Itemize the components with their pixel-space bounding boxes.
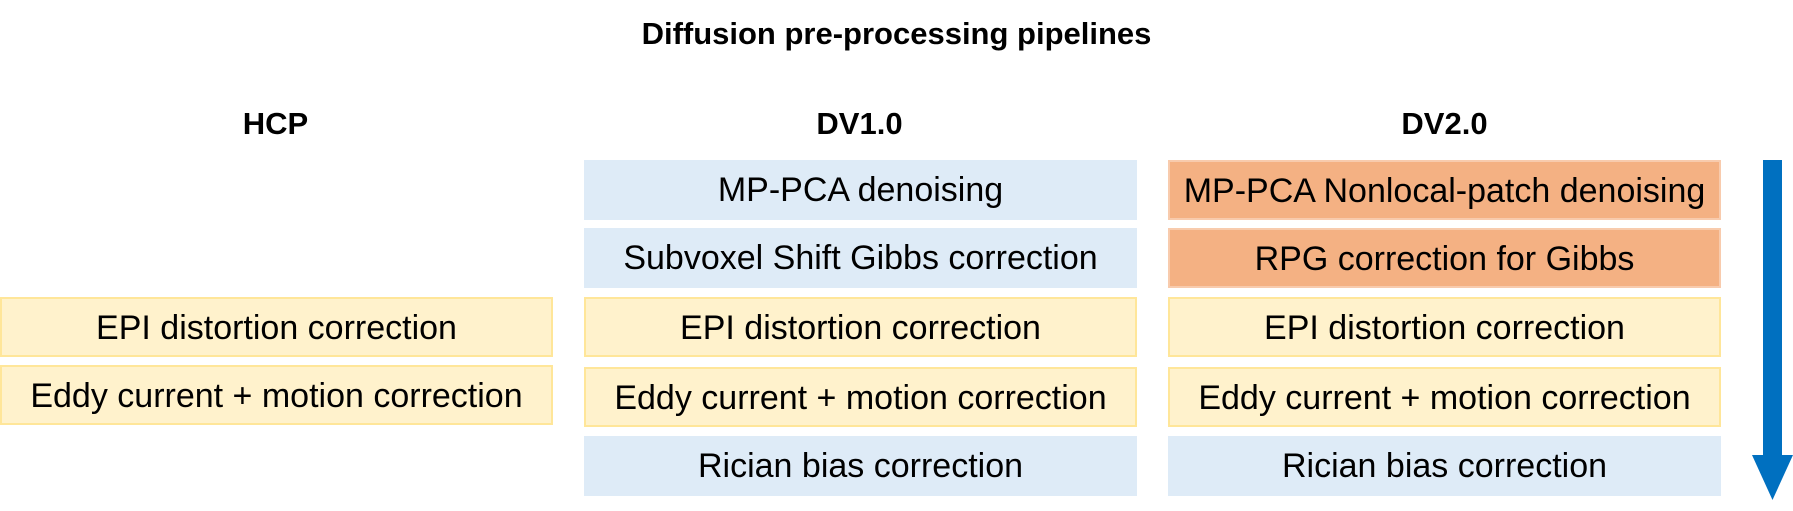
column-header-hcp: HCP (242, 106, 309, 141)
dv2-step-rpg-gibbs-correction: RPG correction for Gibbs (1168, 228, 1721, 288)
dv1-step-epi-distortion-correction: EPI distortion correction (584, 297, 1137, 357)
dv1-step-mp-pca-denoising: MP-PCA denoising (584, 160, 1137, 220)
diagram-title: Diffusion pre-processing pipelines (641, 16, 1152, 51)
hcp-step-eddy-motion-correction: Eddy current + motion correction (0, 365, 553, 425)
column-header-dv1: DV1.0 (816, 106, 903, 141)
dv2-step-rician-bias-correction: Rician bias correction (1168, 436, 1721, 496)
down-arrow-icon (1752, 160, 1793, 500)
dv1-step-eddy-motion-correction: Eddy current + motion correction (584, 367, 1137, 427)
dv1-step-subvoxel-gibbs-correction: Subvoxel Shift Gibbs correction (584, 228, 1137, 288)
hcp-step-epi-distortion-correction: EPI distortion correction (0, 297, 553, 357)
column-header-dv2: DV2.0 (1401, 106, 1488, 141)
dv2-step-nonlocal-patch-denoising: MP-PCA Nonlocal-patch denoising (1168, 160, 1721, 220)
dv1-step-rician-bias-correction: Rician bias correction (584, 436, 1137, 496)
dv2-step-epi-distortion-correction: EPI distortion correction (1168, 297, 1721, 357)
dv2-step-eddy-motion-correction: Eddy current + motion correction (1168, 367, 1721, 427)
